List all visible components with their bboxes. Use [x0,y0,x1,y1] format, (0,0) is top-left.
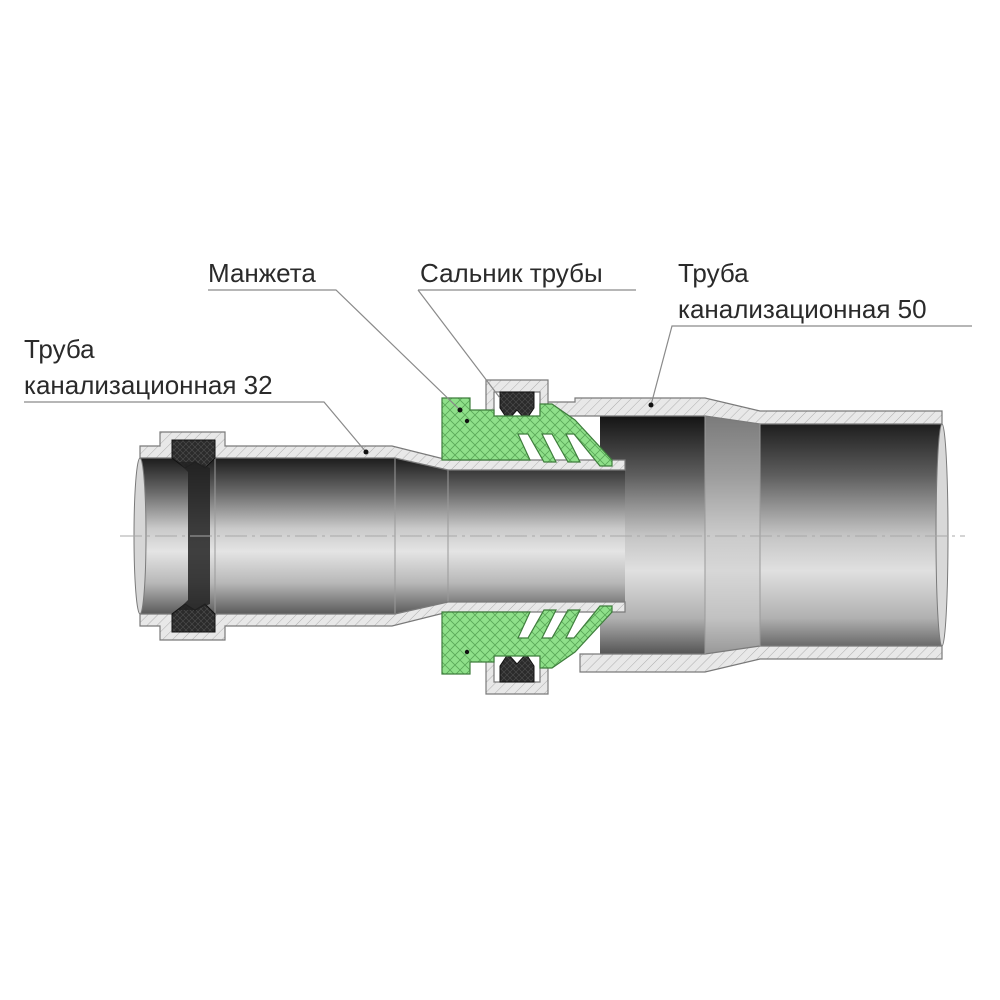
label-pipe50-line2: канализационная 50 [678,294,927,324]
pipe-50-top-wall [547,397,943,425]
label-pipe32-line1: Труба [24,334,95,364]
cuff-marker-top [464,418,470,424]
pipe-50-end-face [935,423,949,647]
o-ring-bottom [499,653,535,683]
leader-pipe50 [650,325,972,406]
pipe-50-bottom-wall [579,645,943,673]
cuff-top [441,397,613,467]
pipe-50-bore [600,416,942,654]
o-ring-top [499,391,535,421]
gland-assembly-bottom [441,605,613,695]
label-cuff: Манжета [208,258,316,288]
label-pipe50-line1: Труба [678,258,749,288]
label-gland: Сальник трубы [420,258,603,288]
label-pipe32-line2: канализационная 32 [24,370,273,400]
pipe-50 [547,397,949,673]
gland-assembly-top [441,379,613,467]
cuff-marker-bottom [464,649,470,655]
cuff-bottom [441,605,613,675]
leader-pipe32 [24,401,367,453]
leader-lines [24,289,972,455]
leader-cuff [208,289,461,411]
